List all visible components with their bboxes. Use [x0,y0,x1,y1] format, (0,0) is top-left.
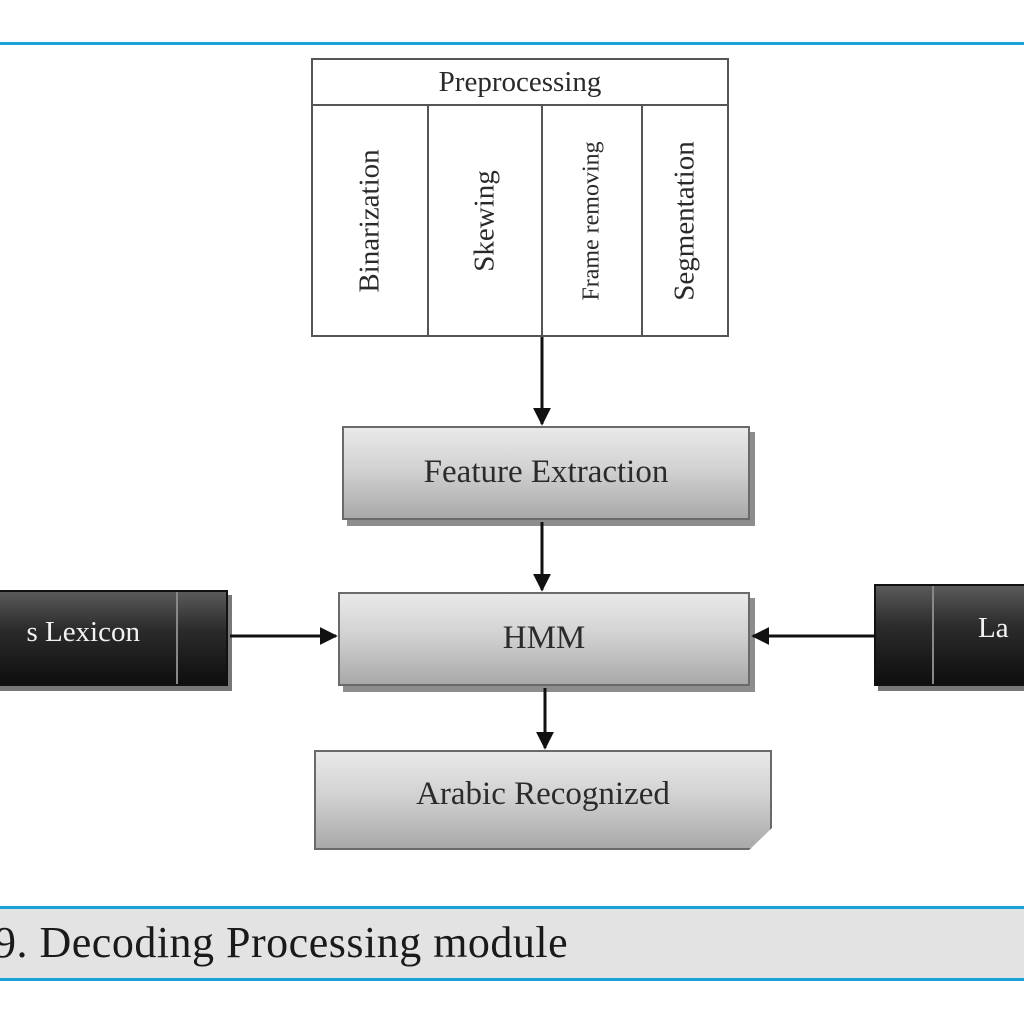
caption-top-rule [0,906,1024,909]
lexicon-data-store: s Lexicon [0,590,228,686]
top-rule [0,42,1024,45]
step-label: Segmentation [668,140,701,301]
preprocessing-step-segmentation: Segmentation [641,106,727,335]
step-label: Binarization [353,148,386,293]
preprocessing-step-frame-removing: Frame removing [541,106,641,335]
hmm-box: HMM [338,592,750,686]
arabic-recognized-output: Arabic Recognized [314,750,772,850]
lexicon-label: s Lexicon [26,616,140,648]
language-model-label: La [978,612,1009,644]
figure-caption: 9. Decoding Processing module [0,918,569,967]
caption-bottom-rule [0,978,1024,981]
step-label: Skewing [468,169,501,272]
language-model-data-store: La [874,584,1024,686]
preprocessing-step-skewing: Skewing [427,106,541,335]
store-divider [932,586,934,684]
step-label: Frame removing [578,140,605,301]
caption-bar [0,909,1024,978]
preprocessing-title: Preprocessing [313,60,727,106]
preprocessing-step-binarization: Binarization [313,106,427,335]
preprocessing-table: Preprocessing Binarization Skewing Frame… [311,58,729,337]
feature-extraction-box: Feature Extraction [342,426,750,520]
store-divider [176,592,178,684]
